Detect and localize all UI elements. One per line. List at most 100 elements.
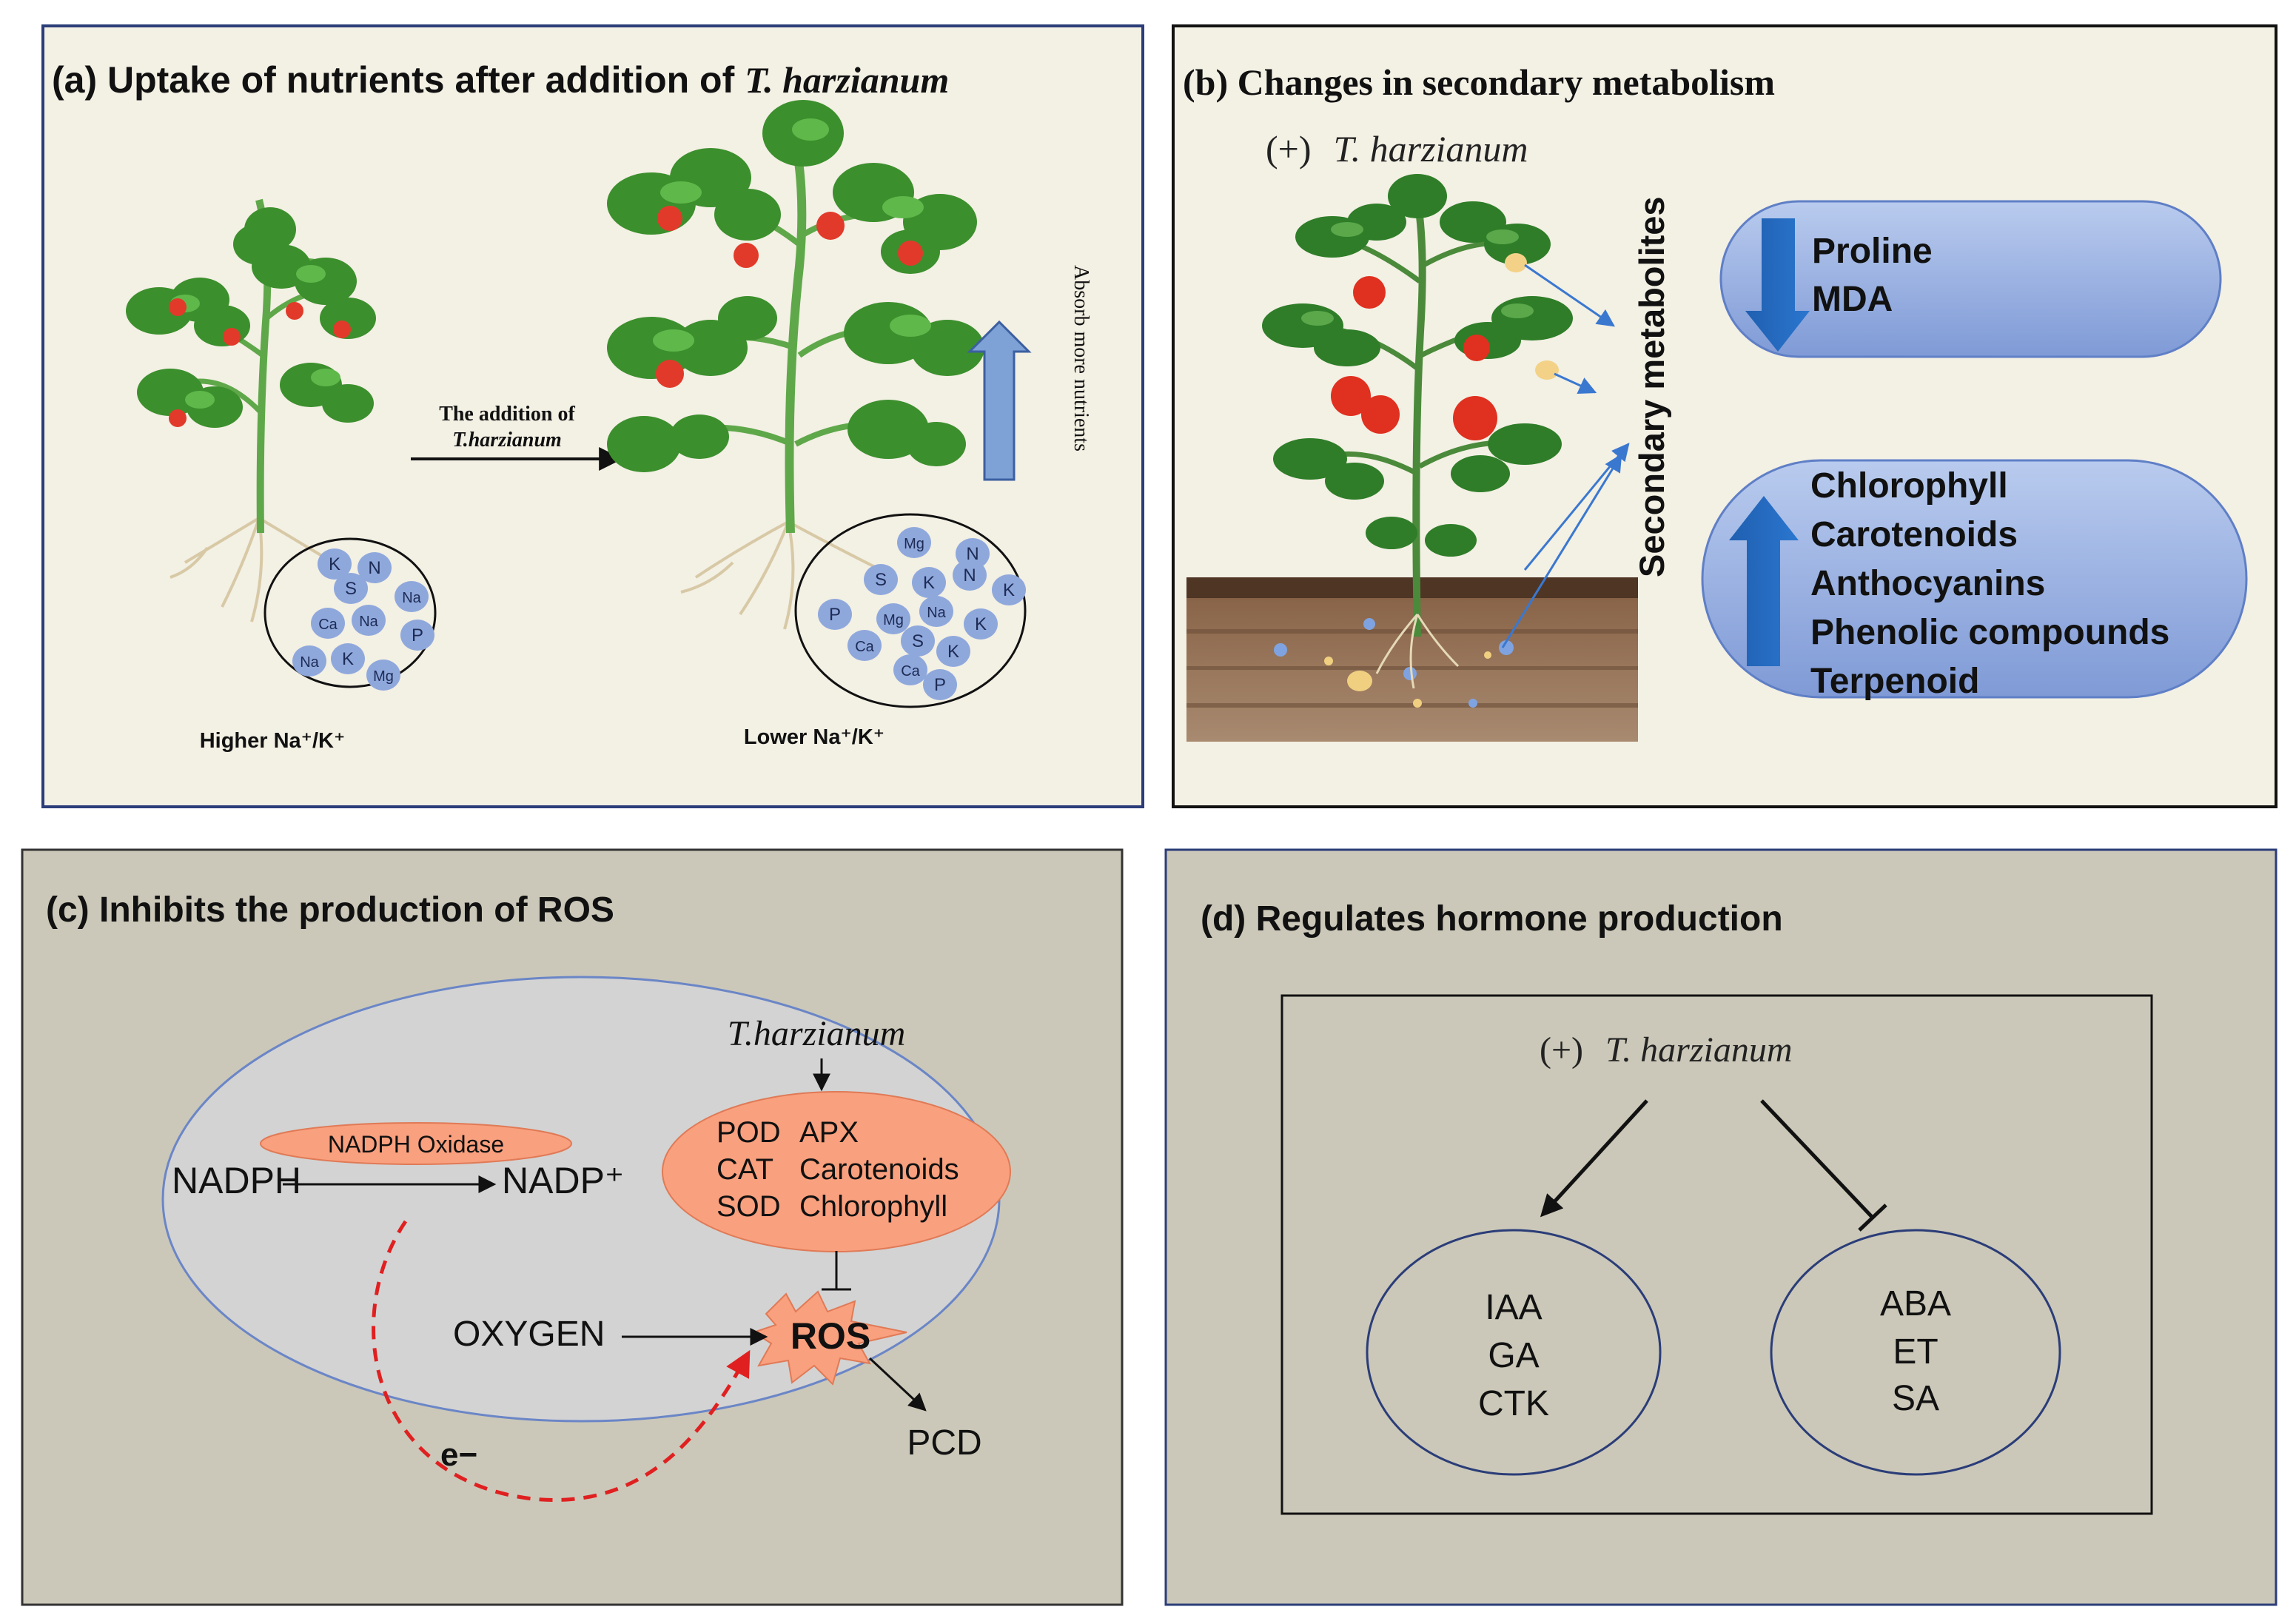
oxygen-label: OXYGEN: [453, 1315, 605, 1354]
right-nutrient-label: P: [829, 605, 841, 625]
right-nutrient-label: S: [875, 570, 887, 590]
small-nutrient-pool: [263, 537, 437, 688]
soil-block: [1186, 577, 1638, 742]
left-nutrient-bubble: [358, 552, 392, 583]
addition-label-line2: T.harzianum: [452, 429, 562, 452]
promoted-hormone-0: IAA: [1485, 1288, 1542, 1327]
right-nutrient-bubble: [864, 564, 898, 595]
decreased-item-1: MDA: [1812, 280, 1893, 319]
left-nutrient-bubble: [311, 608, 345, 639]
left-nutrient-bubble: [292, 645, 326, 677]
right-nutrient-label: K: [975, 614, 987, 634]
inhibit-bar: [1858, 1204, 1887, 1232]
small-tomato-plant: [126, 198, 376, 622]
down-arrow-icon: [1745, 218, 1810, 352]
promoted-hormone-1: GA: [1488, 1336, 1539, 1375]
right-nutrient-bubble: [818, 599, 852, 630]
nadp-label: NADP⁺: [502, 1160, 624, 1201]
left-nutrient-bubble: [331, 643, 365, 674]
promoted-hormone-2: CTK: [1478, 1384, 1549, 1423]
left-nutrient-label: Na: [402, 590, 421, 606]
antioxidant-left-2: SOD: [716, 1190, 781, 1223]
antioxidant-right-2: Chlorophyll: [799, 1190, 947, 1223]
electron-label: e−: [440, 1437, 477, 1473]
promote-arrow: [1540, 1099, 1648, 1218]
increased-item-4: Terpenoid: [1810, 662, 1979, 701]
inhibited-hormone-1: ET: [1893, 1332, 1938, 1372]
right-nutrient-label: N: [963, 565, 976, 585]
increased-item-3: Phenolic compounds: [1810, 613, 2169, 652]
left-nutrient-bubble: [395, 581, 429, 612]
increased-item-1: Carotenoids: [1810, 515, 2018, 554]
right-nutrient-label: Mg: [883, 612, 904, 628]
right-nutrient-label: Ca: [901, 663, 920, 679]
large-tomato-plant: [607, 100, 984, 630]
antioxidant-left-1: CAT: [716, 1153, 773, 1186]
right-nutrient-bubble: [992, 574, 1026, 605]
inhibited-hormones-circle: [1770, 1229, 2061, 1476]
right-nutrient-bubble: [893, 654, 927, 685]
right-ratio-caption: Lower Na⁺/K⁺: [744, 725, 885, 749]
inhibit-line: [1760, 1099, 1874, 1219]
left-nutrient-label: K: [342, 649, 354, 669]
secondary-metabolites-label: Secondary metabolites: [1632, 196, 1671, 577]
right-nutrient-label: N: [966, 544, 979, 564]
hormone-box: [1280, 994, 2153, 1515]
nadph-label: NADPH: [172, 1160, 301, 1201]
left-nutrient-label: S: [345, 579, 357, 599]
panel-d: (d) Regulates hormone production (+)T. h…: [1164, 848, 2277, 1606]
right-nutrient-bubble: [936, 636, 970, 667]
decreased-item-0: Proline: [1812, 232, 1933, 271]
panel-d-treatment: (+)T. harzianum: [1540, 1030, 1793, 1070]
increased-item-0: Chlorophyll: [1810, 466, 2008, 506]
right-nutrient-bubble: [964, 608, 998, 640]
absorb-label: Absorb more nutrients: [1070, 265, 1092, 452]
left-nutrient-label: Na: [359, 614, 378, 630]
panel-c-title: (c) Inhibits the production of ROS: [46, 890, 614, 930]
nadph-oxidase-label: NADPH Oxidase: [328, 1131, 504, 1158]
right-nutrient-bubble: [953, 560, 987, 591]
left-nutrient-label: Mg: [373, 668, 394, 685]
left-nutrient-label: Na: [300, 654, 319, 671]
species-label: T.harzianum: [728, 1014, 906, 1053]
left-nutrient-label: K: [329, 554, 340, 574]
pcd-arrow: [868, 1357, 927, 1412]
left-nutrient-label: N: [368, 558, 380, 578]
right-nutrient-label: Mg: [904, 536, 924, 552]
pcd-label: PCD: [907, 1423, 981, 1463]
promoted-hormones-circle: [1366, 1229, 1662, 1476]
right-nutrient-bubble: [912, 567, 946, 598]
panel-a: (a) Uptake of nutrients after addition o…: [41, 24, 1144, 808]
left-nutrient-bubble: [352, 605, 386, 636]
tomato-plant-b: [1262, 174, 1573, 689]
right-nutrient-bubble: [876, 603, 910, 634]
increased-bubble: [1701, 459, 2248, 699]
antioxidant-right-1: Carotenoids: [799, 1153, 959, 1186]
panel-b: (b) Changes in secondary metabolism (+)T…: [1172, 24, 2277, 808]
right-nutrient-bubble: [923, 669, 957, 700]
right-nutrient-label: P: [934, 675, 946, 695]
large-nutrient-pool: [794, 513, 1027, 708]
ros-label: ROS: [790, 1315, 870, 1357]
right-nutrient-bubble: [847, 630, 882, 661]
right-nutrient-label: Na: [927, 605, 946, 621]
left-ratio-caption: Higher Na⁺/K⁺: [200, 729, 346, 753]
inhibited-hormone-2: SA: [1892, 1379, 1939, 1418]
left-nutrient-label: Ca: [318, 617, 338, 633]
right-nutrient-label: K: [947, 642, 959, 662]
left-nutrient-bubble: [400, 620, 434, 651]
right-nutrient-label: K: [1003, 580, 1015, 600]
decreased-bubble: [1719, 200, 2222, 358]
left-nutrient-label: P: [412, 625, 423, 645]
up-arrow-icon: [1729, 496, 1799, 666]
antioxidant-left-0: POD: [716, 1116, 781, 1149]
absorb-up-arrow: [967, 320, 1032, 481]
inhibited-hormone-0: ABA: [1880, 1284, 1951, 1323]
panel-d-title: (d) Regulates hormone production: [1201, 899, 1783, 939]
ros-starburst: [751, 1290, 907, 1386]
right-nutrient-label: Ca: [855, 639, 874, 655]
left-nutrient-bubble: [334, 573, 368, 604]
